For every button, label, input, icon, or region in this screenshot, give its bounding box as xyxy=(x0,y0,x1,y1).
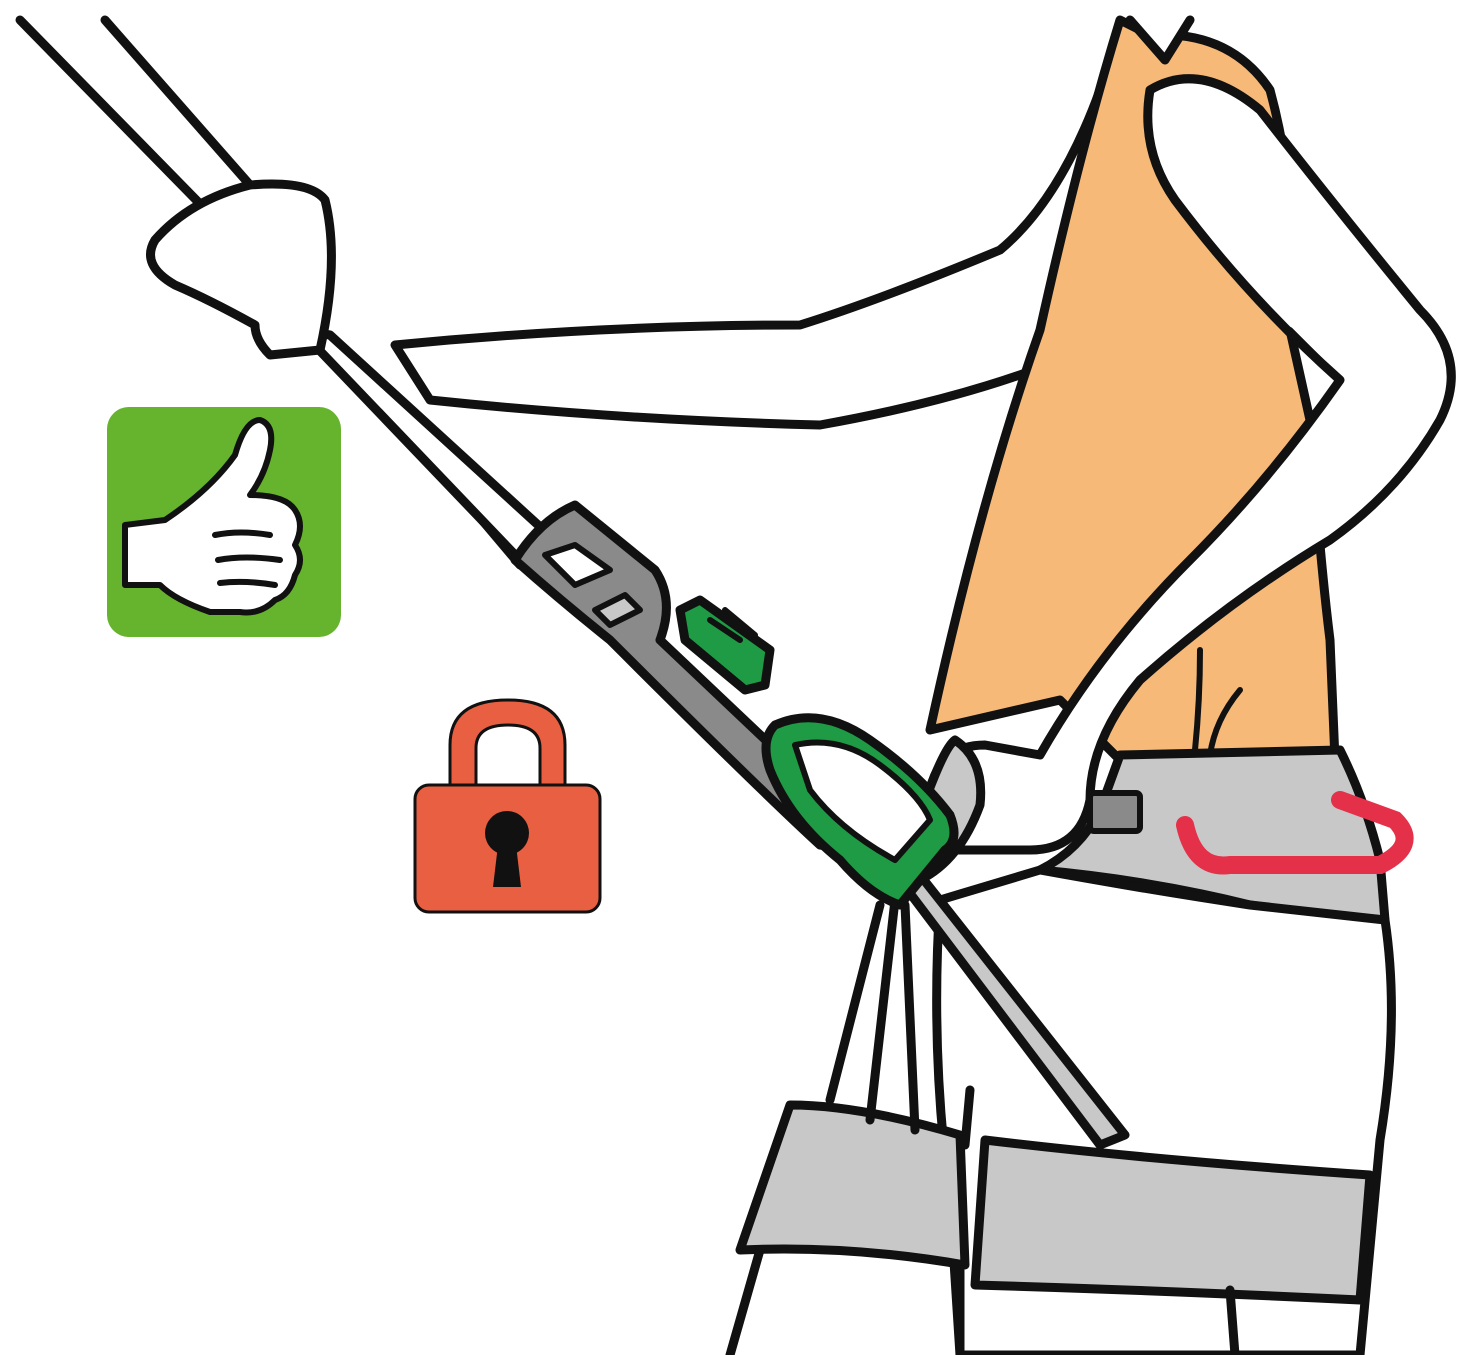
upper-arm xyxy=(395,90,1118,425)
thumbs-up-badge xyxy=(107,407,341,637)
gripping-hand xyxy=(151,184,332,355)
padlock-icon xyxy=(415,700,600,912)
